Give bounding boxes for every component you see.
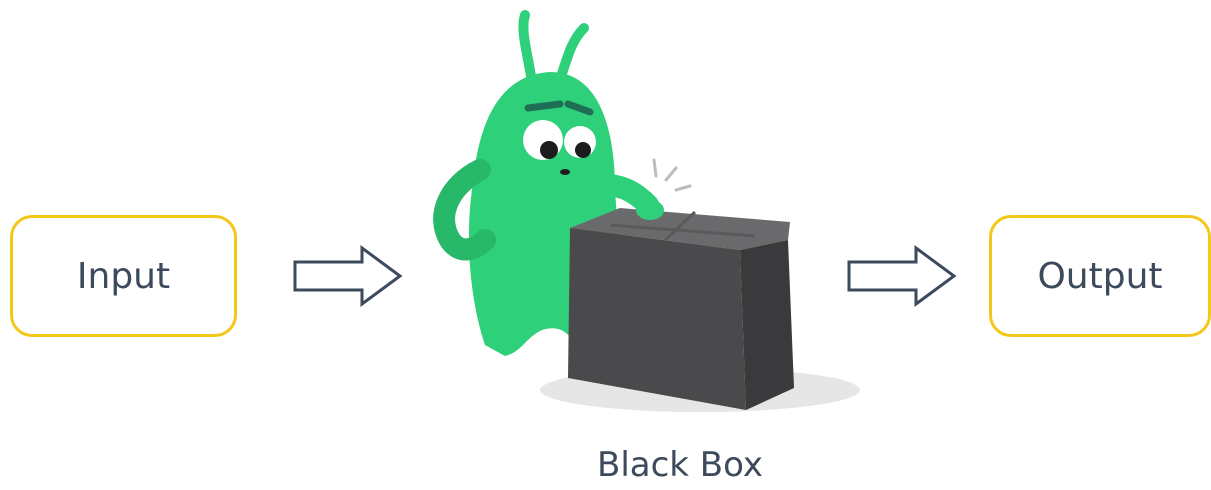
creature-antenna-right xyxy=(560,28,584,80)
creature-hand xyxy=(636,200,664,220)
creature-pupil-right xyxy=(575,142,591,158)
creature-antenna-left xyxy=(523,15,532,82)
creature-pupil-left xyxy=(540,141,558,159)
output-label: Output xyxy=(1037,256,1162,297)
cube-side xyxy=(740,240,794,410)
black-box-label: Black Box xyxy=(560,445,800,485)
output-box: Output xyxy=(989,215,1211,337)
cube-front xyxy=(568,228,746,410)
black-box-illustration xyxy=(410,0,870,430)
input-label: Input xyxy=(77,256,170,297)
right-arrow-icon xyxy=(292,245,404,307)
tap-mark xyxy=(666,168,676,180)
right-arrow-icon xyxy=(846,245,958,307)
input-box: Input xyxy=(10,215,237,337)
creature-brow-left xyxy=(528,104,560,108)
tap-mark xyxy=(654,160,656,176)
tap-mark xyxy=(676,186,690,190)
creature-mouth xyxy=(560,169,570,175)
